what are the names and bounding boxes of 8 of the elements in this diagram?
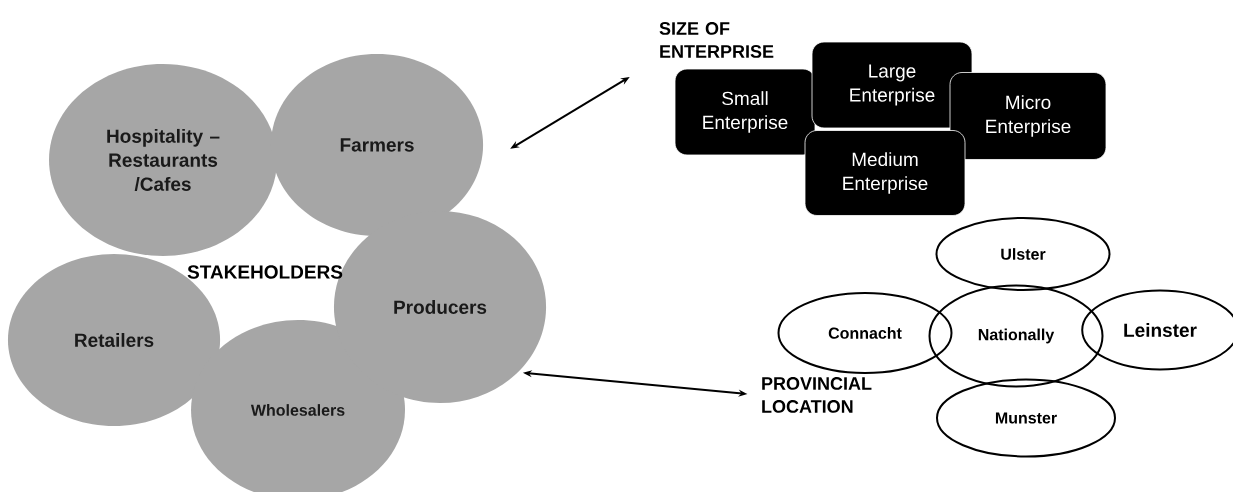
node-label: Producers (394, 300, 487, 314)
node-label: Farmers (340, 138, 414, 152)
group-heading: SIZE OF ENTERPRISE (659, 22, 774, 58)
group-heading: PROVINCIAL LOCATION (762, 377, 872, 413)
enterprise-box: Large Enterprise (811, 41, 973, 129)
enterprise-box: Medium Enterprise (804, 130, 966, 216)
enterprise-box: Small Enterprise (674, 68, 816, 156)
enterprise-box: Micro Enterprise (949, 72, 1107, 160)
